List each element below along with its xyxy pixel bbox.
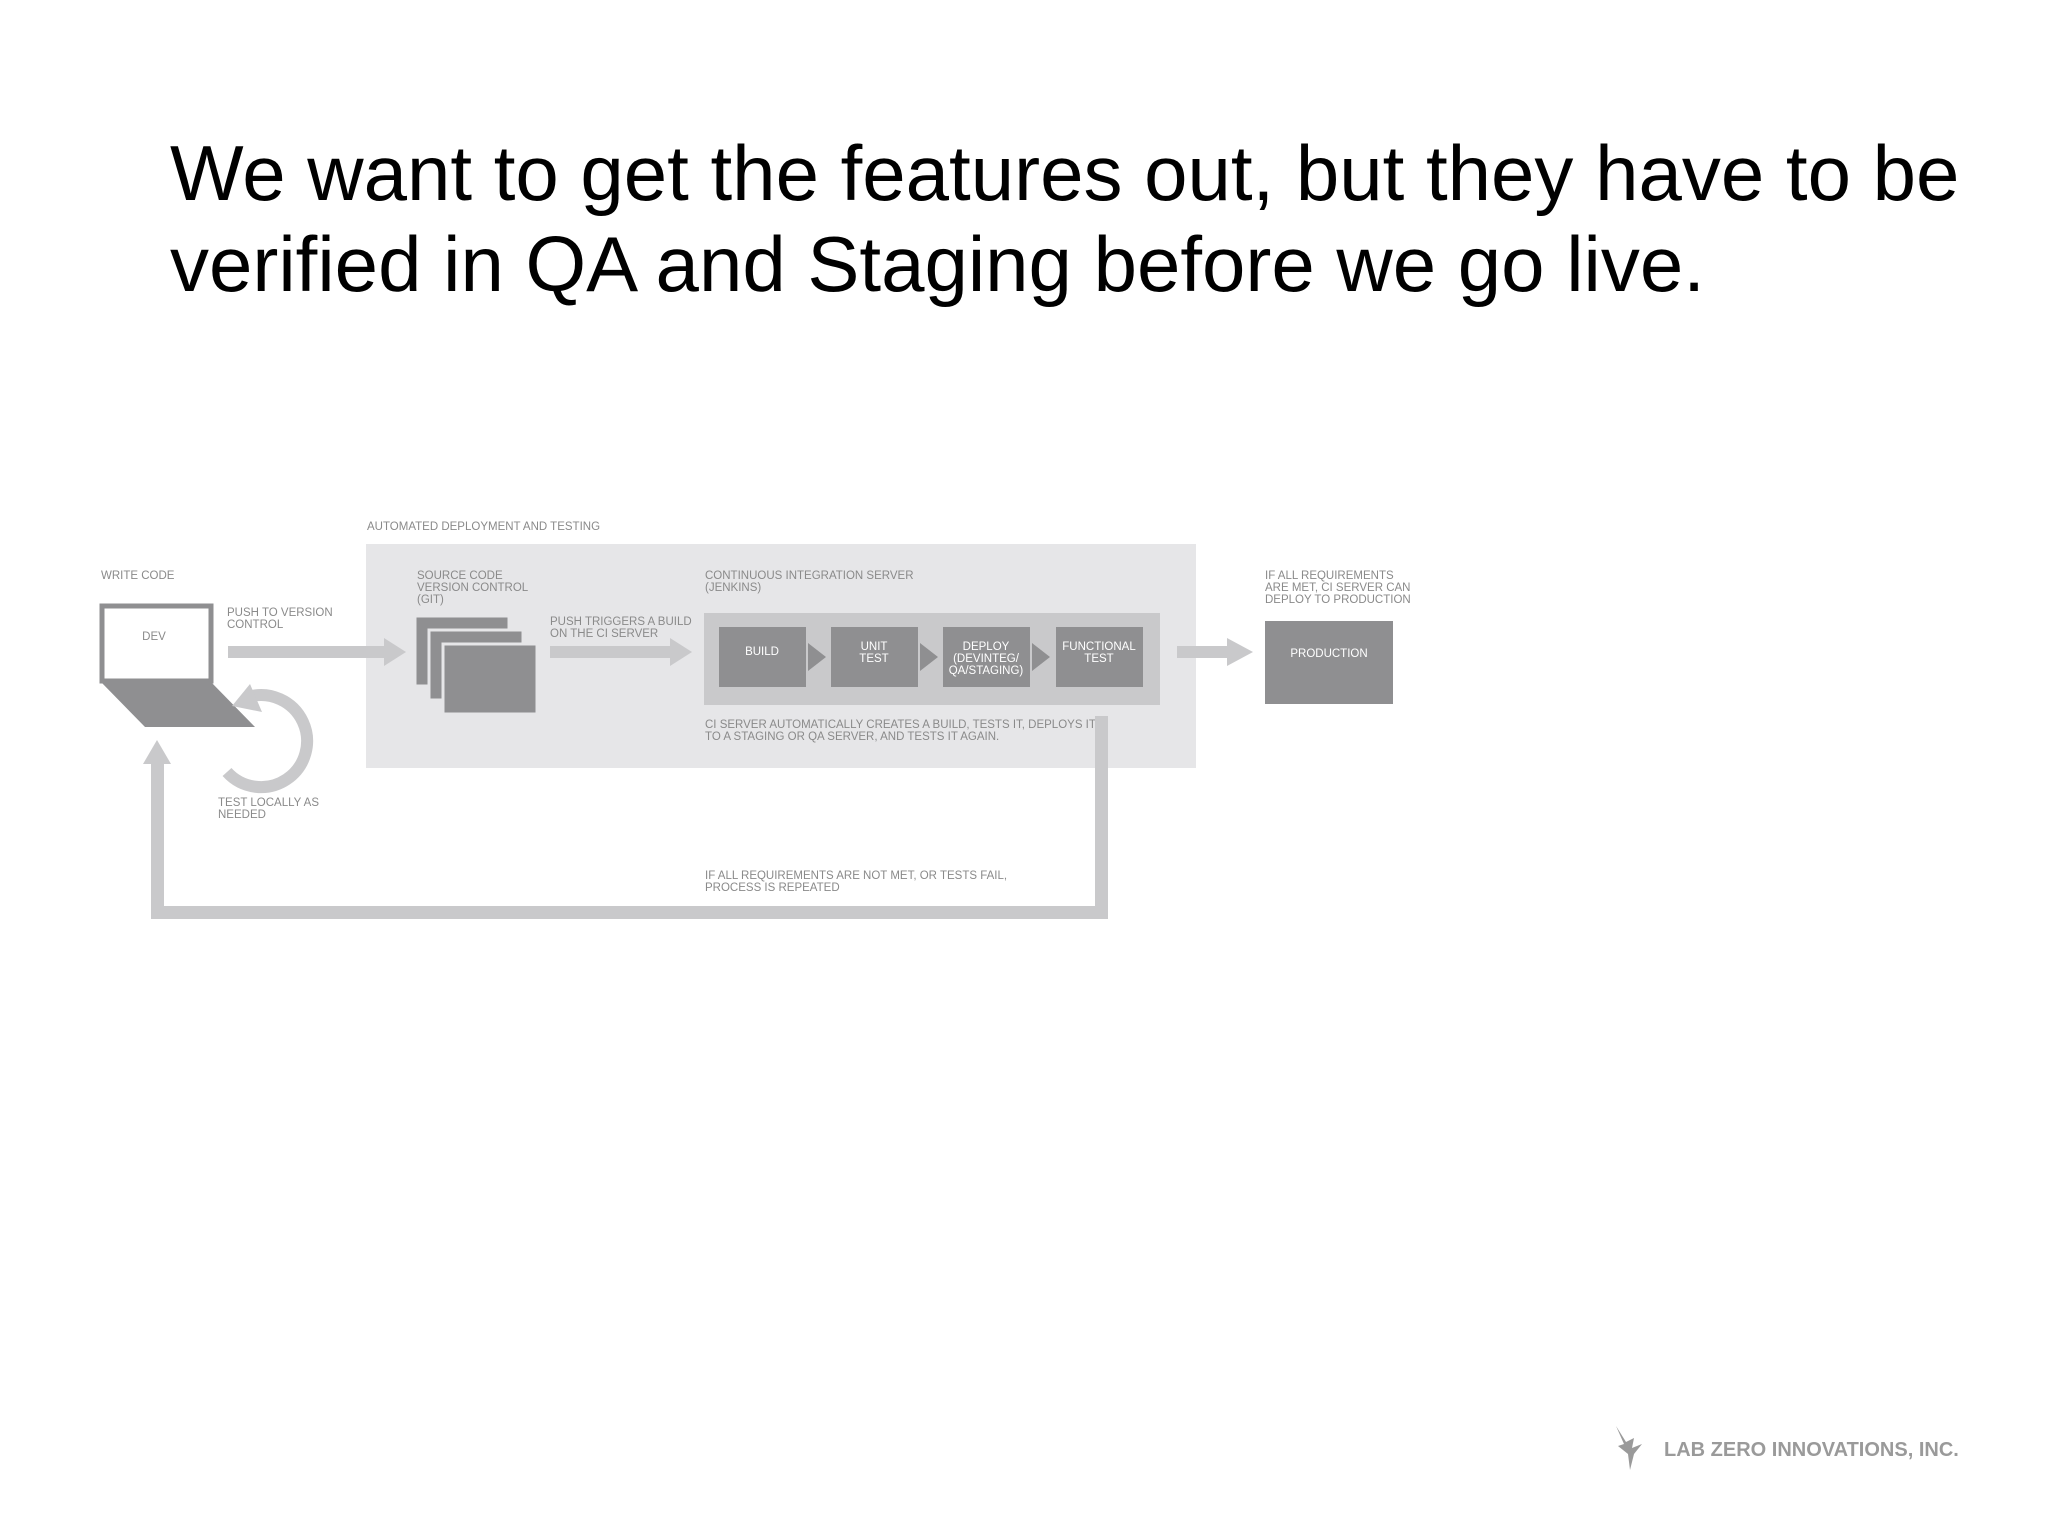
write-code-label: WRITE CODE xyxy=(101,570,175,582)
local-test-loop-icon xyxy=(222,684,314,794)
slide-title-line-2: verified in QA and Staging before we go … xyxy=(170,220,1705,308)
arrow-to-ci-server xyxy=(550,638,692,666)
if-not-met-line-1: IF ALL REQUIREMENTS ARE NOT MET, OR TEST… xyxy=(705,870,1007,882)
step-deploy-box xyxy=(943,627,1030,687)
test-locally-line-1: TEST LOCALLY AS xyxy=(218,797,319,809)
step-build-label: BUILD xyxy=(745,646,779,658)
if-met-line-3: DEPLOY TO PRODUCTION xyxy=(1265,594,1411,606)
slide-title-line-1: We want to get the features out, but the… xyxy=(170,129,1960,217)
source-code-line-1: SOURCE CODE xyxy=(417,570,503,582)
production-box xyxy=(1265,621,1393,704)
step-arrow-3 xyxy=(1032,643,1050,671)
feedback-loop-arrow xyxy=(143,716,1108,919)
ci-server-line-1: CONTINUOUS INTEGRATION SERVER xyxy=(705,570,914,582)
production-label: PRODUCTION xyxy=(1290,648,1367,660)
ci-server-line-2: (JENKINS) xyxy=(705,582,761,594)
step-unit-test-label-1: UNIT xyxy=(861,641,888,653)
step-build-box xyxy=(719,627,806,687)
slide-title: We want to get the features out, but the… xyxy=(170,128,1970,310)
step-functional-test-label-2: TEST xyxy=(1084,653,1113,665)
if-met-line-2: ARE MET, CI SERVER CAN xyxy=(1265,582,1411,594)
if-met-line-1: IF ALL REQUIREMENTS xyxy=(1265,570,1394,582)
step-functional-test-box xyxy=(1056,627,1143,687)
step-deploy-label-2: (DEVINTEG/ xyxy=(953,653,1020,665)
company-name: LAB ZERO INNOVATIONS, INC. xyxy=(1664,1438,1959,1461)
ci-note-line-2: TO A STAGING OR QA SERVER, AND TESTS IT … xyxy=(705,731,999,743)
step-functional-test-label-1: FUNCTIONAL xyxy=(1062,641,1136,653)
push-triggers-line-2: ON THE CI SERVER xyxy=(550,628,658,640)
step-unit-test-box xyxy=(831,627,918,687)
arrow-to-production xyxy=(1177,638,1253,666)
push-to-vc-line-1: PUSH TO VERSION xyxy=(227,607,333,619)
step-unit-test-label-2: TEST xyxy=(859,653,888,665)
step-arrow-1 xyxy=(808,643,826,671)
bird-icon xyxy=(1612,1424,1650,1477)
repository-stack-icon xyxy=(413,614,539,716)
test-locally-line-2: NEEDED xyxy=(218,809,266,821)
arrow-to-source-control xyxy=(228,638,406,666)
push-to-vc-line-2: CONTROL xyxy=(227,619,284,631)
footer: LAB ZERO INNOVATIONS, INC. xyxy=(1612,1420,1959,1480)
step-deploy-label-1: DEPLOY xyxy=(963,641,1010,653)
step-deploy-label-3: QA/STAGING) xyxy=(949,665,1024,677)
step-arrow-2 xyxy=(920,643,938,671)
push-triggers-line-1: PUSH TRIGGERS A BUILD xyxy=(550,616,692,628)
source-code-line-2: VERSION CONTROL xyxy=(417,582,529,594)
dev-label: DEV xyxy=(142,631,166,643)
if-not-met-line-2: PROCESS IS REPEATED xyxy=(705,882,840,894)
ci-note-line-1: CI SERVER AUTOMATICALLY CREATES A BUILD,… xyxy=(705,719,1096,731)
source-code-line-3: (GIT) xyxy=(417,594,444,606)
automated-header: AUTOMATED DEPLOYMENT AND TESTING xyxy=(367,521,600,533)
laptop-icon xyxy=(99,603,255,727)
